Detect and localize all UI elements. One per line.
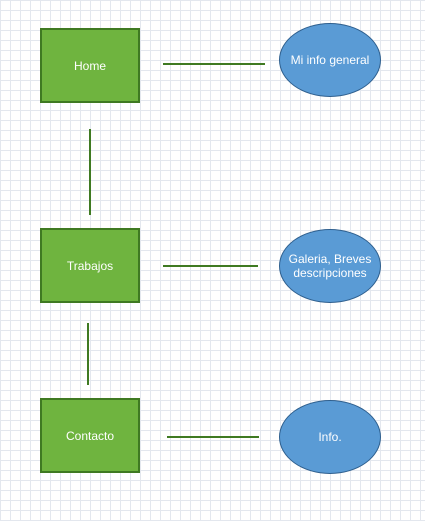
home-box: Home	[40, 28, 140, 103]
contacto-box: Contacto	[40, 398, 140, 473]
trabajos-detail-label: Galeria, Breves descripciones	[288, 252, 372, 280]
contacto-detail-connector	[167, 436, 259, 438]
trabajos-detail-ellipse: Galeria, Breves descripciones	[279, 229, 381, 303]
contacto-detail-ellipse: Info.	[279, 400, 381, 474]
trabajos-detail-connector	[163, 265, 258, 267]
home-label: Home	[73, 58, 106, 73]
home-detail-connector	[163, 63, 265, 65]
trabajos-box: Trabajos	[40, 228, 140, 303]
contacto-label: Contacto	[65, 428, 115, 443]
trabajos-label: Trabajos	[66, 258, 114, 273]
home-detail-ellipse: Mi info general	[279, 23, 381, 97]
trabajos-contacto-connector	[87, 323, 89, 385]
home-trabajos-connector	[89, 129, 91, 215]
home-detail-label: Mi info general	[290, 53, 370, 67]
contacto-detail-label: Info.	[318, 430, 342, 444]
